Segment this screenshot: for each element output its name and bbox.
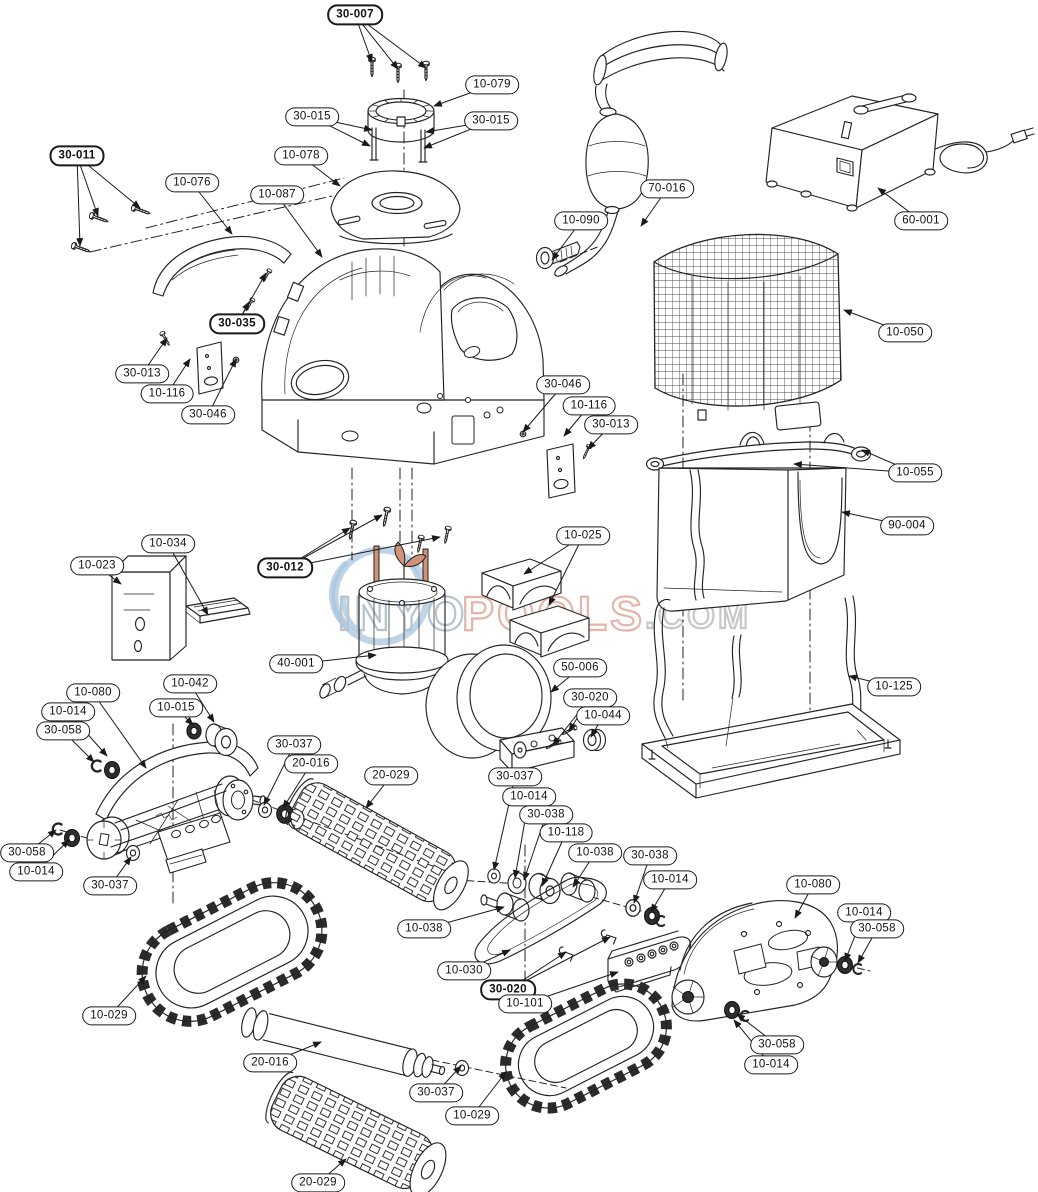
handle: [152, 235, 292, 297]
leader-line-20-029: [317, 1158, 347, 1184]
right-side-plate: [671, 900, 863, 1022]
leader-line-10-014: [35, 839, 70, 873]
leader-line-10-014: [67, 711, 108, 757]
leader-line-30-035: [236, 272, 267, 325]
leader-line-30-020: [568, 697, 591, 732]
pump-motor: [319, 541, 449, 699]
leader-line-30-058: [26, 829, 57, 854]
body-bracket-left: [158, 330, 240, 395]
leader-line-30-015: [425, 120, 492, 135]
leader-line-30-038: [633, 855, 651, 904]
cover-posts: [369, 127, 428, 163]
leader-line-10-078: [300, 155, 341, 187]
leader-line-30-037: [263, 744, 295, 806]
impeller-housing-cover: [330, 170, 461, 245]
leader-line-30-058: [736, 1013, 778, 1046]
leader-line-30-013: [587, 424, 612, 450]
filter-bag: [656, 467, 847, 612]
retainer-bracket: [185, 597, 251, 624]
leader-line-70-016: [640, 188, 668, 227]
leader-line-60-001: [877, 187, 922, 222]
wheel-tube: [241, 1007, 446, 1078]
leader-line-10-116: [563, 405, 590, 437]
belt-drive-cluster: [474, 868, 666, 965]
leader-line-30-015: [311, 116, 371, 147]
strainer-cover: [367, 97, 435, 143]
track-right: [500, 978, 672, 1114]
leader-line-10-034: [167, 543, 209, 616]
float-hose: [554, 30, 728, 277]
brush-roller-bottom: [265, 1071, 447, 1192]
leader-line-10-014: [844, 912, 865, 962]
leader-line-10-030: [463, 949, 511, 972]
leader-line-10-014: [512, 796, 530, 879]
leader-line-30-037: [492, 776, 516, 871]
leader-line-30-037: [109, 856, 132, 887]
leader-line-10-038: [423, 905, 505, 930]
power-supply: [765, 93, 1035, 212]
leader-line-30-015: [311, 116, 373, 132]
leader-line-10-080: [92, 692, 147, 769]
brush-roller-top: [285, 778, 469, 911]
hose-screw: [535, 241, 581, 270]
leader-line-30-038: [523, 814, 547, 881]
body-bracket-right: [519, 430, 593, 499]
leader-line-10-087: [276, 194, 323, 258]
top-cover-screws: [368, 56, 430, 84]
leader-line-30-007: [354, 14, 373, 63]
leader-line-10-015: [175, 707, 194, 726]
leader-line-10-029: [471, 1071, 507, 1117]
leader-line-10-079: [433, 84, 493, 107]
leader-line-30-013: [141, 337, 168, 375]
leader-line-90-004: [841, 510, 908, 527]
leader-line-10-014: [733, 1019, 772, 1066]
filter-screen: [653, 233, 842, 431]
leader-line-10-014: [650, 879, 671, 913]
main-body: [243, 248, 545, 465]
leader-line-10-042: [189, 683, 215, 723]
track-left: [136, 877, 328, 1027]
leader-line-30-020: [507, 951, 567, 991]
leader-line-30-058: [857, 928, 878, 964]
leader-line-10-025: [548, 535, 584, 606]
leader-line-10-125: [848, 674, 895, 688]
leader-line-10-029: [108, 975, 147, 1017]
float-frame: [641, 595, 901, 799]
leader-line-30-011: [76, 155, 84, 247]
bag-handle: [645, 431, 872, 471]
float-block: [111, 555, 187, 661]
leader-line-10-116: [166, 358, 191, 395]
leader-line-50-006: [550, 667, 581, 693]
leader-line-30-020: [507, 936, 611, 991]
leader-line-10-050: [843, 309, 906, 334]
leader-line-10-076: [191, 182, 233, 235]
leader-line-20-029: [365, 775, 392, 809]
left-side-plate-assembly: [51, 722, 305, 874]
pump-volute: [425, 644, 607, 773]
leader-line-30-012: [284, 514, 383, 569]
